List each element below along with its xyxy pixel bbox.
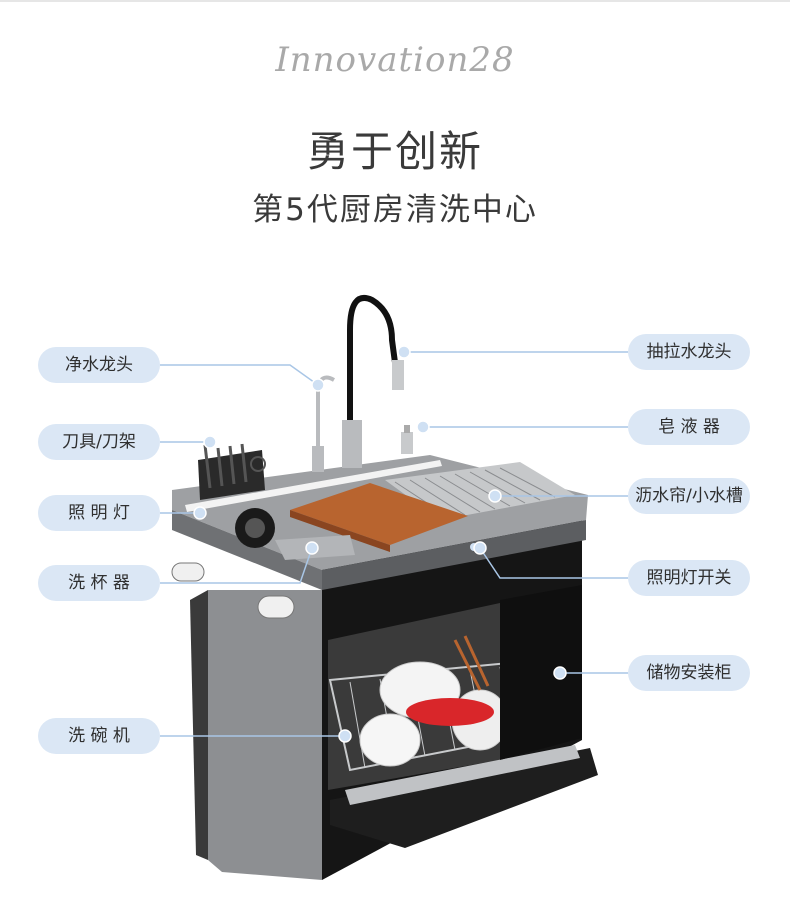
callout-dishwasher: 洗 碗 机: [38, 718, 160, 754]
top-divider: [0, 0, 790, 2]
callout-soap-dispenser: 皂 液 器: [628, 409, 750, 445]
callout-pull-out-faucet: 抽拉水龙头: [628, 334, 750, 370]
callout-knife-rack: 刀具/刀架: [38, 424, 160, 460]
callout-lighting: 照 明 灯: [38, 495, 160, 531]
callout-drain-curtain-small-sink: 沥水帘/小水槽: [628, 478, 750, 514]
callout-storage-cabinet: 储物安装柜: [628, 655, 750, 691]
callout-light-switch: 照明灯开关: [628, 560, 750, 596]
brand-script-heading: Innovation28: [275, 40, 515, 80]
callout-purified-faucet: 净水龙头: [38, 347, 160, 383]
page-title: 勇于创新: [306, 127, 483, 176]
page-subtitle: 第5代厨房清洗中心: [252, 192, 538, 228]
callout-cup-washer: 洗 杯 器: [38, 565, 160, 601]
